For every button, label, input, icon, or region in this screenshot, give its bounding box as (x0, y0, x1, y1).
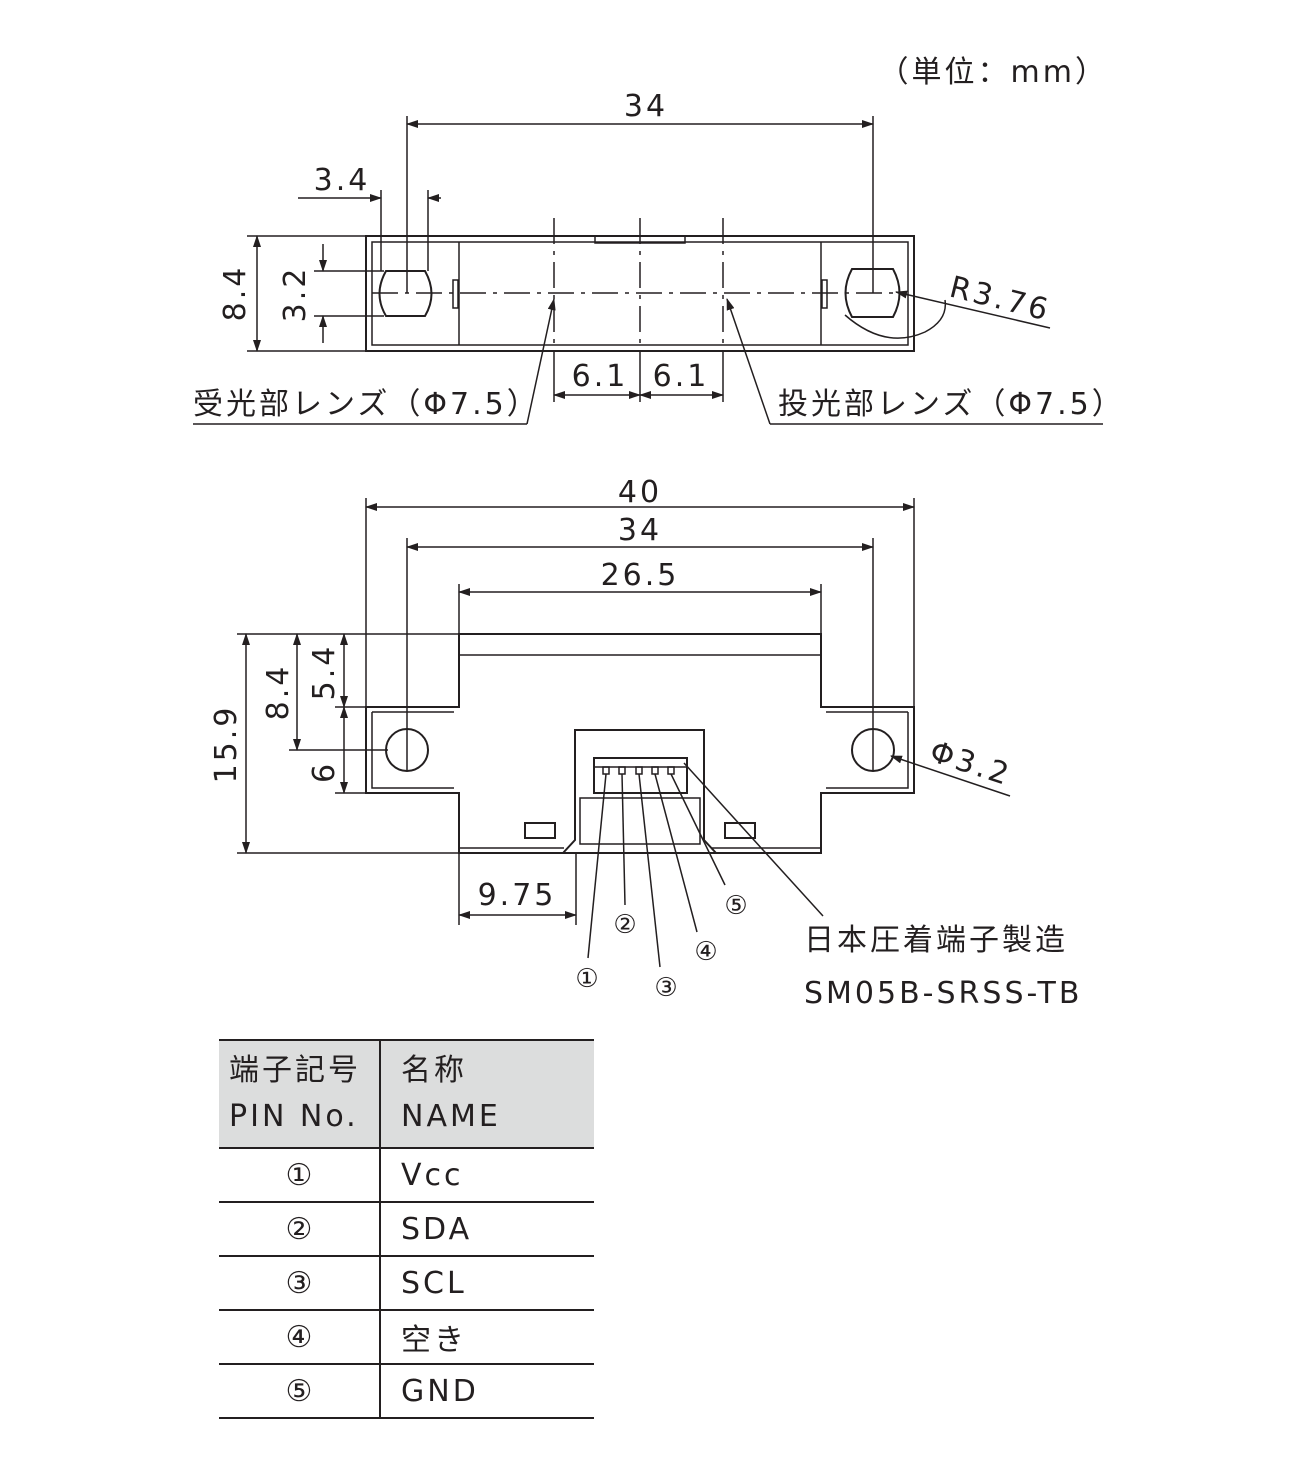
front-view: 40 34 26.5 15.9 8.4 5.4 6 Φ3.2 (209, 475, 1082, 1011)
top-dim-offset-right: 6.1 (653, 359, 710, 394)
emitter-lens-label: 投光部レンズ（Φ7.5） (778, 387, 1125, 422)
pin-cell: ② (219, 1202, 381, 1257)
name-column-header: 名称 NAME (380, 1039, 594, 1149)
front-dim-hole-pitch: 34 (618, 513, 662, 548)
pin-cell: ③ (219, 1256, 381, 1311)
top-dim-height: 8.4 (218, 265, 253, 322)
table-row: ⑤ GND (219, 1364, 594, 1419)
name-cell: GND (380, 1364, 594, 1419)
name-header-jp: 名称 (401, 1053, 467, 1088)
pin-table-header: 端子記号 PIN No. 名称 NAME (219, 1039, 594, 1149)
pin-marker-4: ④ (694, 937, 717, 967)
name-header-en: NAME (401, 1099, 501, 1134)
emitter-lens (844, 268, 901, 318)
top-dim-offset-left: 6.1 (572, 359, 629, 394)
pin-marker-3: ③ (654, 973, 677, 1003)
name-cell: 空き (380, 1310, 594, 1365)
receiver-lens (378, 270, 433, 317)
pin-header-en: PIN No. (229, 1099, 359, 1134)
top-view: 34 3.4 8.4 3.2 R3.76 6.1 6.1 受光部レンズ（ (193, 89, 1125, 425)
pin-header-jp: 端子記号 (229, 1053, 361, 1088)
name-cell: Vcc (380, 1148, 594, 1203)
front-dim-connector-offset: 9.75 (478, 878, 557, 913)
receiver-lens-label: 受光部レンズ（Φ7.5） (193, 387, 540, 422)
table-row: ② SDA (219, 1202, 594, 1257)
front-dim-hole-diameter: Φ3.2 (926, 734, 1016, 793)
front-dim-total-width: 40 (618, 475, 662, 510)
front-dim-center-width: 26.5 (601, 558, 680, 593)
top-dim-radius: R3.76 (946, 270, 1054, 329)
pin-cell: ④ (219, 1310, 381, 1365)
front-dim-hole-offset: 6 (307, 761, 342, 783)
table-row: ③ SCL (219, 1256, 594, 1311)
pin-cell: ① (219, 1148, 381, 1203)
pin-cell: ⑤ (219, 1364, 381, 1419)
connector-maker-label: 日本圧着端子製造 (804, 923, 1068, 958)
name-cell: SDA (380, 1202, 594, 1257)
pin-marker-5: ⑤ (724, 891, 747, 921)
front-dim-hole-height: 8.4 (261, 664, 296, 721)
front-dim-total-height: 15.9 (209, 705, 244, 784)
top-dim-width: 34 (624, 89, 668, 124)
front-dim-tab-height: 5.4 (307, 644, 342, 701)
top-dim-lens-width: 3.4 (314, 163, 371, 198)
pin-table: 端子記号 PIN No. 名称 NAME ① Vcc ② SDA ③ SCL ④… (219, 1039, 594, 1419)
pin-column-header: 端子記号 PIN No. (219, 1039, 381, 1149)
pin-marker-2: ② (613, 910, 636, 940)
connector (562, 729, 717, 854)
connector-part-label: SM05B-SRSS-TB (804, 976, 1082, 1011)
table-row: ④ 空き (219, 1310, 594, 1365)
table-row: ① Vcc (219, 1148, 594, 1203)
top-dim-lens-height: 3.2 (278, 266, 313, 323)
name-cell: SCL (380, 1256, 594, 1311)
pin-marker-1: ① (575, 964, 598, 994)
front-body-outline (365, 633, 915, 854)
unit-label: （単位：mm） (879, 55, 1108, 90)
